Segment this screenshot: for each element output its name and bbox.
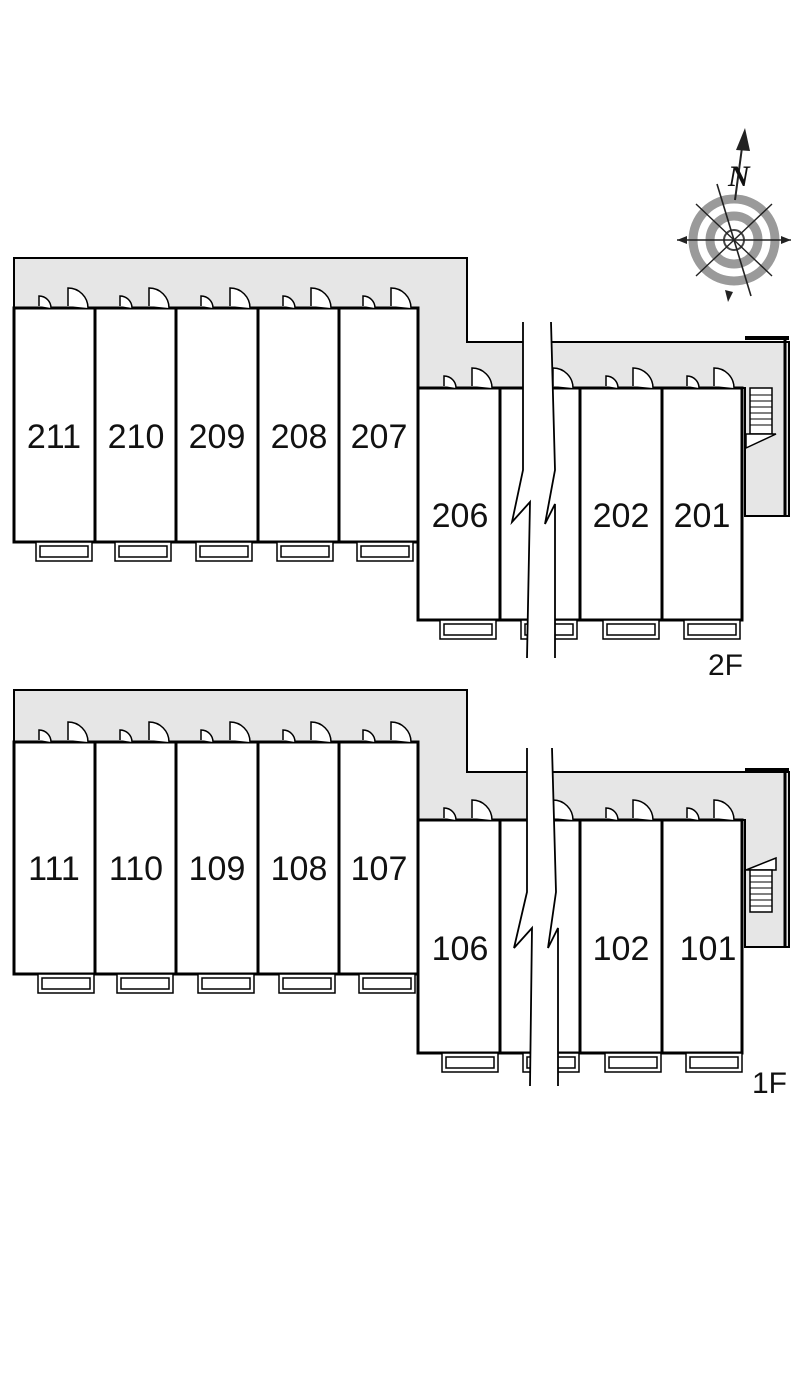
unit-106[interactable] xyxy=(416,818,502,1055)
floor-label-2f: 2F xyxy=(708,649,743,682)
room-label: 202 xyxy=(593,497,650,535)
break-line-1f xyxy=(514,748,558,1086)
unit-107[interactable] xyxy=(337,740,420,976)
room-label: 209 xyxy=(189,418,246,456)
room-label: 207 xyxy=(351,418,408,456)
room-label: 107 xyxy=(351,850,408,888)
north-arrow-icon xyxy=(734,128,750,201)
room-label: 108 xyxy=(271,850,328,888)
unit-108[interactable] xyxy=(256,740,341,976)
floor-label-1f: 1F xyxy=(752,1067,787,1100)
unit-208[interactable] xyxy=(256,306,341,544)
door-icons-1f xyxy=(38,721,735,821)
room-label: 111 xyxy=(28,850,80,888)
room-label: 211 xyxy=(27,418,81,456)
unit-110[interactable] xyxy=(93,740,178,976)
compass: N xyxy=(677,128,791,302)
staircase xyxy=(745,856,777,913)
balconies-2f xyxy=(35,541,741,640)
staircase xyxy=(745,387,777,450)
compass-rose-icon xyxy=(677,183,791,302)
unit-201[interactable] xyxy=(660,386,744,622)
unit-101[interactable] xyxy=(660,818,744,1055)
room-label: 201 xyxy=(674,497,731,535)
room-label: 106 xyxy=(432,930,489,968)
room-label: 102 xyxy=(593,930,650,968)
unit-111[interactable] xyxy=(12,740,97,976)
break-line-2f xyxy=(512,322,555,658)
unit-211[interactable] xyxy=(12,306,97,544)
door-icons-2f xyxy=(38,287,735,389)
room-label: 109 xyxy=(189,850,246,888)
unit-206[interactable] xyxy=(416,386,502,622)
room-label: 206 xyxy=(432,497,489,535)
room-label: 208 xyxy=(271,418,328,456)
room-label: 101 xyxy=(680,930,737,968)
north-label: N xyxy=(727,160,751,193)
room-label: 210 xyxy=(108,418,165,456)
room-label: 110 xyxy=(109,850,163,888)
floor-2f: 211 210 209 208 207 206 202 201 2F xyxy=(12,257,790,682)
floor-1f: 111 110 109 108 107 106 102 101 1F xyxy=(12,689,790,1100)
